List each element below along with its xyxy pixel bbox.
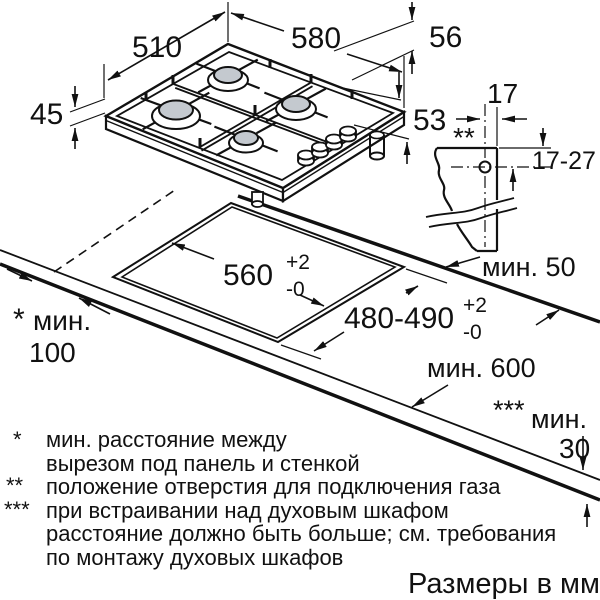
- label-gas-marker: **: [453, 122, 475, 153]
- burner-left-large-cap: [158, 99, 194, 121]
- label-cutout-width: 560: [223, 259, 273, 292]
- min-100-arrow-b: [78, 297, 111, 315]
- footnotes: * мин. расстояние между вырезом под пане…: [4, 427, 556, 570]
- hob-front-leg: [251, 191, 264, 208]
- dimension-labels: 510 580 56 45 53 17 ** 17-27 мин. 50 560…: [13, 21, 596, 464]
- min-600-line-a: [535, 309, 560, 326]
- footnote-marker-2: **: [6, 473, 24, 498]
- label-cutout-depth-tol-minus: -0: [463, 321, 482, 344]
- cutout-outline-outer: [110, 201, 407, 344]
- projection-dashed-line: [53, 189, 176, 273]
- label-min-100-value: 100: [29, 337, 76, 368]
- worktop-front-thick-line: [0, 262, 600, 502]
- label-580: 580: [291, 22, 341, 55]
- burner-front-cap: [233, 130, 259, 146]
- label-min-30-value: 30: [559, 433, 590, 464]
- label-17: 17: [487, 78, 518, 109]
- dim-480-490-line-b: [313, 331, 345, 352]
- label-cutout-width-tol-plus: +2: [286, 251, 310, 274]
- footnote-marker-3: ***: [4, 497, 30, 522]
- footnote-1-line-2: вырезом под панель и стенкой: [46, 451, 360, 476]
- dimension-annotations: [6, 2, 591, 527]
- burner-right-cap: [281, 95, 311, 113]
- gas-pipe: [369, 130, 385, 161]
- footnote-3-line-2: расстояние должно быть больше; см. требо…: [46, 521, 556, 546]
- hob-inner-rim: [114, 51, 396, 181]
- break-line-lower: [428, 207, 518, 228]
- label-min-30: мин.: [531, 404, 587, 434]
- label-cutout-depth-tol-plus: +2: [463, 294, 487, 317]
- worktop-front-edge-line: [0, 249, 600, 481]
- footnote-3-line-3: по монтажу духовых шкафов: [46, 545, 343, 570]
- footnote-2-line-1: положение отверстия для подключения газа: [46, 474, 501, 499]
- worktop-cutout-view: [0, 189, 600, 502]
- label-53: 53: [413, 104, 446, 137]
- min-100-arrow-a: [6, 268, 33, 282]
- label-min-50: мин. 50: [482, 252, 576, 282]
- label-510: 510: [132, 31, 182, 64]
- label-min-100: мин.: [33, 305, 91, 336]
- burner-rear-cap: [213, 66, 243, 84]
- min-50-arrow: [445, 256, 481, 268]
- footnote-3-line-1: при встраивании над духовым шкафом: [46, 498, 449, 523]
- gas-connection-detail: [425, 104, 552, 253]
- footnote-1-line-1: мин. расстояние между: [46, 427, 287, 452]
- label-min-30-stars: ***: [493, 395, 525, 425]
- dim-480-490-line-a: [405, 285, 419, 296]
- min-600-line-b: [411, 384, 449, 408]
- label-17-27: 17-27: [532, 147, 596, 175]
- footnote-marker-1: *: [13, 427, 22, 452]
- break-line-upper: [425, 197, 515, 218]
- label-cutout-depth: 480-490: [344, 302, 454, 335]
- hob-body-lip-lines: [105, 115, 405, 194]
- dim-580-line-b: [346, 53, 403, 73]
- control-knobs: [297, 125, 357, 167]
- label-45: 45: [30, 98, 63, 131]
- cutout-outline-inner: [120, 206, 397, 339]
- hob-isometric-view: [103, 42, 407, 208]
- dim-510-line: [107, 11, 226, 81]
- vertical-extension-lines: [103, 2, 405, 108]
- units-note: Размеры в мм: [408, 568, 600, 600]
- dim-580-line-a: [230, 12, 285, 32]
- dim-560-line-a: [171, 242, 215, 260]
- label-min-600: мин. 600: [427, 353, 536, 383]
- label-56: 56: [429, 21, 462, 54]
- panel-sawn-edge: [433, 147, 454, 212]
- label-cutout-width-tol-minus: -0: [286, 278, 305, 301]
- label-min-100-star: *: [13, 303, 25, 336]
- rear-wall-line: [237, 194, 600, 324]
- dim-560-line-b: [299, 294, 325, 307]
